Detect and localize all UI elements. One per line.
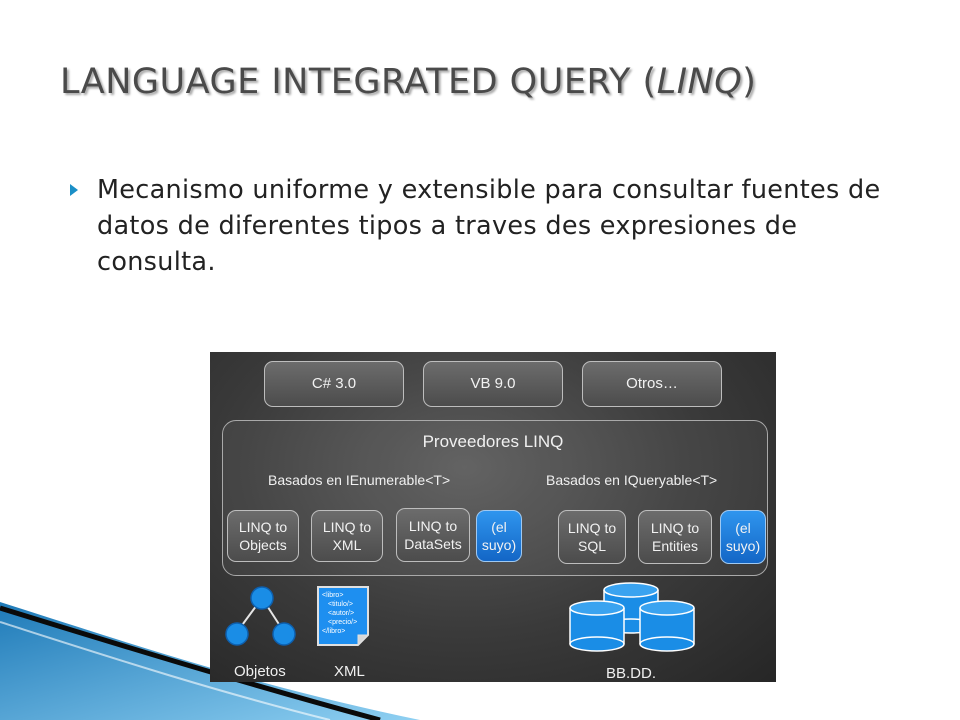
provider-custom-left: (el suyo) xyxy=(476,510,522,562)
xml-line-5: </libro> xyxy=(322,628,345,635)
language-box-vb: VB 9.0 xyxy=(423,361,563,407)
xml-document-icon: <libro> <titulo/> <autor/> <precio/> </l… xyxy=(317,586,370,647)
provider-linq-to-datasets: LINQ to DataSets xyxy=(396,508,470,562)
provider-linq-to-entities: LINQ to Entities xyxy=(638,510,712,564)
title-italic: LINQ xyxy=(656,62,743,102)
object-tree-icon xyxy=(225,586,296,646)
slide-title: LANGUAGE INTEGRATED QUERY (LINQ) xyxy=(60,62,756,102)
bullet-arrow-icon xyxy=(70,184,78,196)
bullet-item: Mecanismo uniforme y extensible para con… xyxy=(70,172,910,280)
database-icon xyxy=(569,582,695,652)
title-main: LANGUAGE INTEGRATED QUERY ( xyxy=(60,62,657,102)
linq-architecture-diagram: C# 3.0 VB 9.0 Otros… Proveedores LINQ Ba… xyxy=(210,352,776,682)
provider-linq-to-objects: LINQ to Objects xyxy=(227,510,299,562)
xml-line-3: <autor/> xyxy=(328,610,354,617)
source-label-databases: BB.DD. xyxy=(606,665,657,682)
providers-title: Proveedores LINQ xyxy=(422,432,564,451)
provider-custom-right: (el suyo) xyxy=(720,510,766,564)
source-label-xml: XML xyxy=(334,663,365,680)
provider-linq-to-sql: LINQ to SQL xyxy=(558,510,626,564)
title-close: ) xyxy=(742,62,757,102)
group-label-iqueryable: Basados en IQueryable<T> xyxy=(546,472,718,488)
xml-line-2: <titulo/> xyxy=(328,601,353,608)
xml-line-4: <precio/> xyxy=(328,619,357,626)
source-label-objects: Objetos xyxy=(234,663,286,680)
decorative-wave xyxy=(0,602,420,720)
provider-linq-to-xml: LINQ to XML xyxy=(311,510,383,562)
bullet-text: Mecanismo uniforme y extensible para con… xyxy=(97,175,881,277)
xml-line-1: <libro> xyxy=(322,592,343,599)
language-box-others: Otros… xyxy=(582,361,722,407)
group-label-ienumerable: Basados en IEnumerable<T> xyxy=(268,472,451,488)
language-box-csharp: C# 3.0 xyxy=(264,361,404,407)
